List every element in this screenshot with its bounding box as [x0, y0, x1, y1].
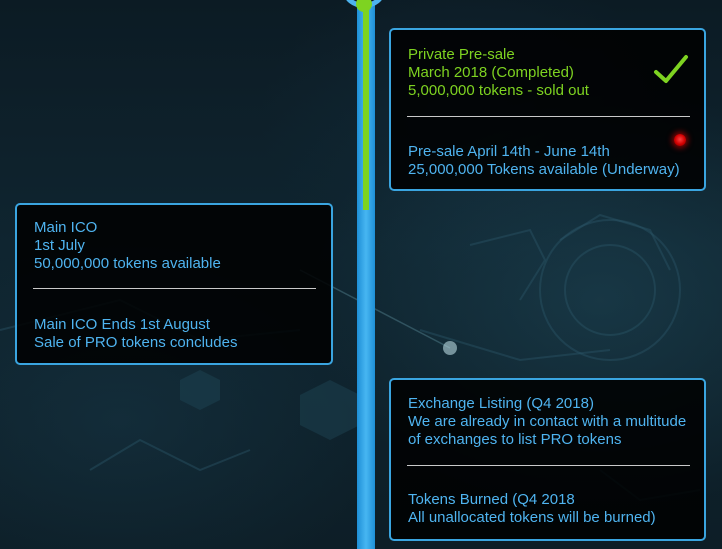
- exchange-listing-line-1: We are already in contact with a multitu…: [408, 413, 687, 430]
- main-ico-title: Main ICO: [34, 219, 98, 236]
- exchange-listing-block: Exchange Listing (Q4 2018) We are alread…: [408, 395, 686, 449]
- exchange-listing-line-2: of exchanges to list PRO tokens: [408, 431, 622, 448]
- main-ico-end-block: Main ICO Ends 1st August Sale of PRO tok…: [34, 316, 237, 352]
- public-presale-block: Pre-sale April 14th - June 14th 25,000,0…: [408, 143, 680, 179]
- main-ico-divider: [33, 288, 316, 289]
- checkmark-icon: [654, 55, 688, 83]
- main-ico-block: Main ICO 1st July 50,000,000 tokens avai…: [34, 219, 221, 273]
- private-presale-date: March 2018 (Completed): [408, 64, 574, 81]
- public-presale-tokens: 25,000,000 Tokens available (Underway): [408, 161, 680, 178]
- tokens-burned-note: All unallocated tokens will be burned): [408, 509, 656, 526]
- exchange-listing-title: Exchange Listing (Q4 2018): [408, 395, 594, 412]
- exchange-divider: [407, 465, 690, 466]
- public-presale-title: Pre-sale April 14th - June 14th: [408, 143, 610, 160]
- main-ico-date: 1st July: [34, 237, 85, 254]
- private-presale-block: Private Pre-sale March 2018 (Completed) …: [408, 46, 589, 100]
- private-presale-tokens: 5,000,000 tokens - sold out: [408, 82, 589, 99]
- exchange-listing-card: Exchange Listing (Q4 2018) We are alread…: [389, 378, 706, 541]
- timeline-spine: [357, 0, 375, 549]
- main-ico-end-note: Sale of PRO tokens concludes: [34, 334, 238, 351]
- timeline-progress-bar: [363, 0, 369, 210]
- red-status-dot-icon: [674, 134, 686, 146]
- timeline-start-node-dot: [356, 0, 372, 12]
- main-ico-tokens: 50,000,000 tokens available: [34, 255, 221, 272]
- presale-divider: [407, 116, 690, 117]
- main-ico-end-title: Main ICO Ends 1st August: [34, 316, 210, 333]
- presale-card: Private Pre-sale March 2018 (Completed) …: [389, 28, 706, 191]
- private-presale-title: Private Pre-sale: [408, 46, 515, 63]
- tokens-burned-title: Tokens Burned (Q4 2018: [408, 491, 575, 508]
- tokens-burned-block: Tokens Burned (Q4 2018 All unallocated t…: [408, 491, 656, 527]
- main-ico-card: Main ICO 1st July 50,000,000 tokens avai…: [15, 203, 333, 365]
